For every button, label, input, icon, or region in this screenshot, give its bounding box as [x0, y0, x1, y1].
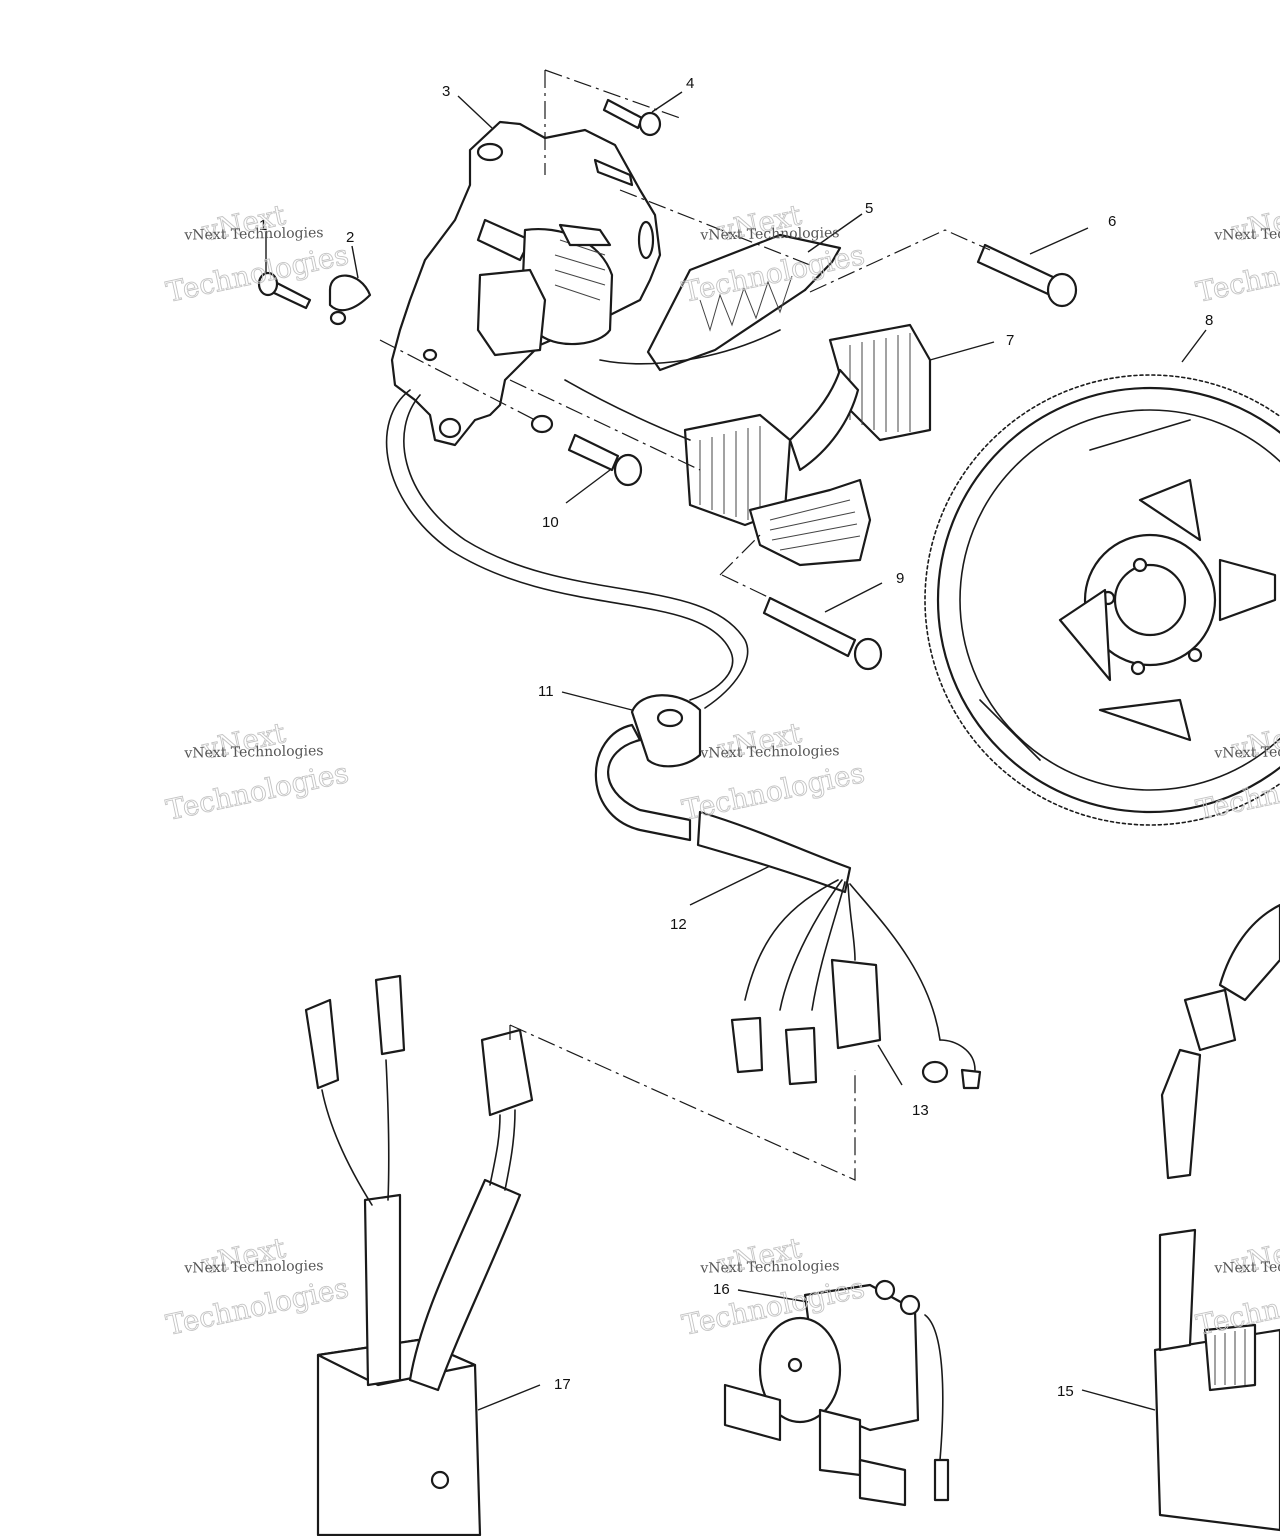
- clamp-2: [328, 274, 372, 326]
- stator-harness: [385, 379, 749, 709]
- watermark-line2: Technologies: [163, 756, 351, 827]
- callout-1: 1: [259, 217, 267, 234]
- callout-6: 6: [1108, 213, 1116, 230]
- watermark-line2: Technologies: [679, 756, 867, 827]
- stator-windings: [683, 323, 932, 567]
- callout-3: 3: [442, 83, 450, 100]
- callout-5: 5: [865, 200, 873, 217]
- stator-coil-assembly: [476, 158, 634, 357]
- callout-17: 17: [554, 1376, 571, 1393]
- watermark-line2: Technologies: [163, 1271, 351, 1342]
- assembly-lines: [379, 69, 991, 1181]
- callout-12: 12: [670, 916, 687, 933]
- connector-set-13: [730, 958, 982, 1090]
- wire-harness-12: [594, 723, 941, 1041]
- grommet-11: [630, 694, 702, 768]
- watermark-small: vNext Technologies: [699, 743, 839, 761]
- watermark-line2: Technologies: [1193, 238, 1280, 309]
- watermark-small: vNext Technologies: [183, 225, 323, 243]
- watermark-small: vNext Technologies: [183, 1258, 323, 1276]
- watermark-small: vNext Technologies: [183, 743, 323, 761]
- callout-8: 8: [1205, 312, 1213, 329]
- screw-6: [976, 243, 1078, 308]
- watermark-small: vNext Technologies: [1213, 743, 1280, 761]
- callout-11: 11: [538, 683, 554, 700]
- watermark-small: vNext Technologies: [699, 225, 839, 243]
- callout-15: 15: [1057, 1383, 1074, 1400]
- callout-16: 16: [713, 1281, 730, 1298]
- solenoid-16: [723, 1279, 950, 1507]
- regulator-17: [304, 974, 534, 1536]
- callout-13: 13: [912, 1102, 929, 1119]
- screw-10: [567, 433, 643, 487]
- callout-7: 7: [1006, 332, 1014, 349]
- ignition-coil-15: [1153, 903, 1280, 1532]
- callout-4: 4: [686, 75, 694, 92]
- watermark-line2: Technologies: [163, 238, 351, 309]
- callout-9: 9: [896, 570, 904, 587]
- callout-leaders: [265, 91, 1207, 1411]
- watermark-small: vNext Technologies: [699, 1258, 839, 1276]
- watermark-small: vNext Technologies: [1213, 1258, 1280, 1276]
- callout-labels: 1 2 3 4 5 6 7 8 9 10 11 12 13 15 16 17: [259, 75, 1213, 1400]
- watermark-small: vNext Technologies: [1213, 225, 1280, 243]
- screw-4: [602, 98, 662, 137]
- flywheel: [924, 374, 1280, 826]
- screw-1: [257, 271, 312, 310]
- callout-2: 2: [346, 229, 354, 246]
- lighting-coil: [599, 233, 842, 372]
- callout-10: 10: [542, 514, 559, 531]
- screw-9: [762, 596, 883, 671]
